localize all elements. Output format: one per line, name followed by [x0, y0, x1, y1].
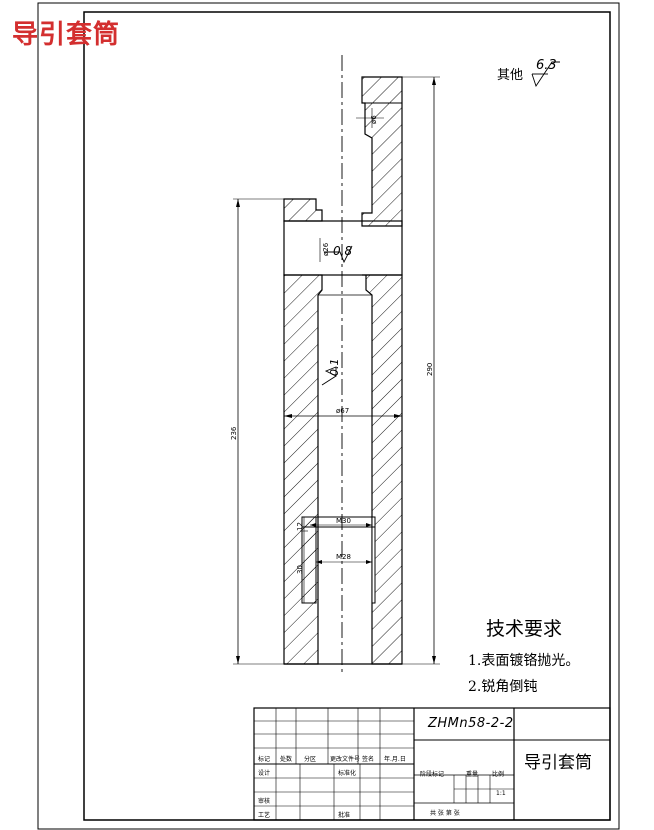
surface-note-roughness: 6.3: [536, 58, 557, 73]
tech-requirement-item: 2.锐角倒钝: [468, 679, 538, 695]
tb-label-zone: 分区: [304, 756, 317, 763]
tb-process: 工艺: [258, 812, 271, 819]
tb-label-count: 处数: [280, 756, 293, 763]
tb-standardization: 标准化: [338, 770, 357, 777]
title-block: [253, 707, 611, 821]
tb-label-mark: 标记: [258, 756, 271, 763]
tech-requirements-title: 技术要求: [486, 618, 563, 640]
roughness-value-inner: 0.1: [328, 358, 341, 377]
dim-ring-top-label: M30: [336, 517, 351, 525]
tb-approve: 批准: [338, 812, 351, 819]
dim-top-bore-label: ø6: [370, 115, 378, 124]
dim-ring-large-label: 30: [296, 565, 304, 574]
dim-bore-diameter-label: ø26: [322, 242, 330, 256]
upper-wall-right: [361, 76, 403, 227]
dim-right-height-label: 290: [426, 362, 434, 376]
flange-band: [283, 220, 403, 276]
dim-ring-small-label: 12: [296, 522, 304, 531]
tb-ratio-value: 1:1: [496, 790, 506, 797]
ring-right: [371, 516, 376, 604]
outer-border: [37, 2, 620, 830]
wall-left: [283, 274, 323, 665]
tech-requirement-item: 1.表面镀铬抛光。: [468, 653, 580, 669]
tb-ratio: 比例: [492, 771, 505, 778]
surface-note-label: 其他: [497, 68, 524, 83]
drawing-code: ZHMn58-2-2: [428, 716, 514, 731]
tb-stage-mark: 阶段标记: [420, 771, 445, 778]
dim-overall-height-label: 236: [230, 426, 238, 440]
tb-label-sign: 签名: [362, 756, 375, 763]
watermark-title: 导引套筒: [12, 20, 121, 50]
tb-designer: 设计: [258, 770, 271, 777]
tb-label-date: 年.月.日: [384, 756, 406, 763]
part-name: 导引套筒: [524, 753, 592, 773]
roughness-symbol: [324, 245, 353, 264]
tb-label-doc: 更改文件号: [330, 756, 361, 763]
dim-ring-bottom-label: M28: [336, 553, 351, 561]
flange-left: [283, 198, 323, 222]
dim-outer-diameter-label: ø67: [336, 407, 350, 415]
tb-weight: 重量: [466, 771, 479, 778]
roughness-value-bore: 0.8: [333, 244, 353, 258]
tb-checker: 审核: [258, 798, 271, 805]
tb-sheets: 共 张 第 张: [430, 810, 460, 817]
roughness-symbol: [321, 366, 337, 386]
wall-right: [362, 274, 403, 665]
